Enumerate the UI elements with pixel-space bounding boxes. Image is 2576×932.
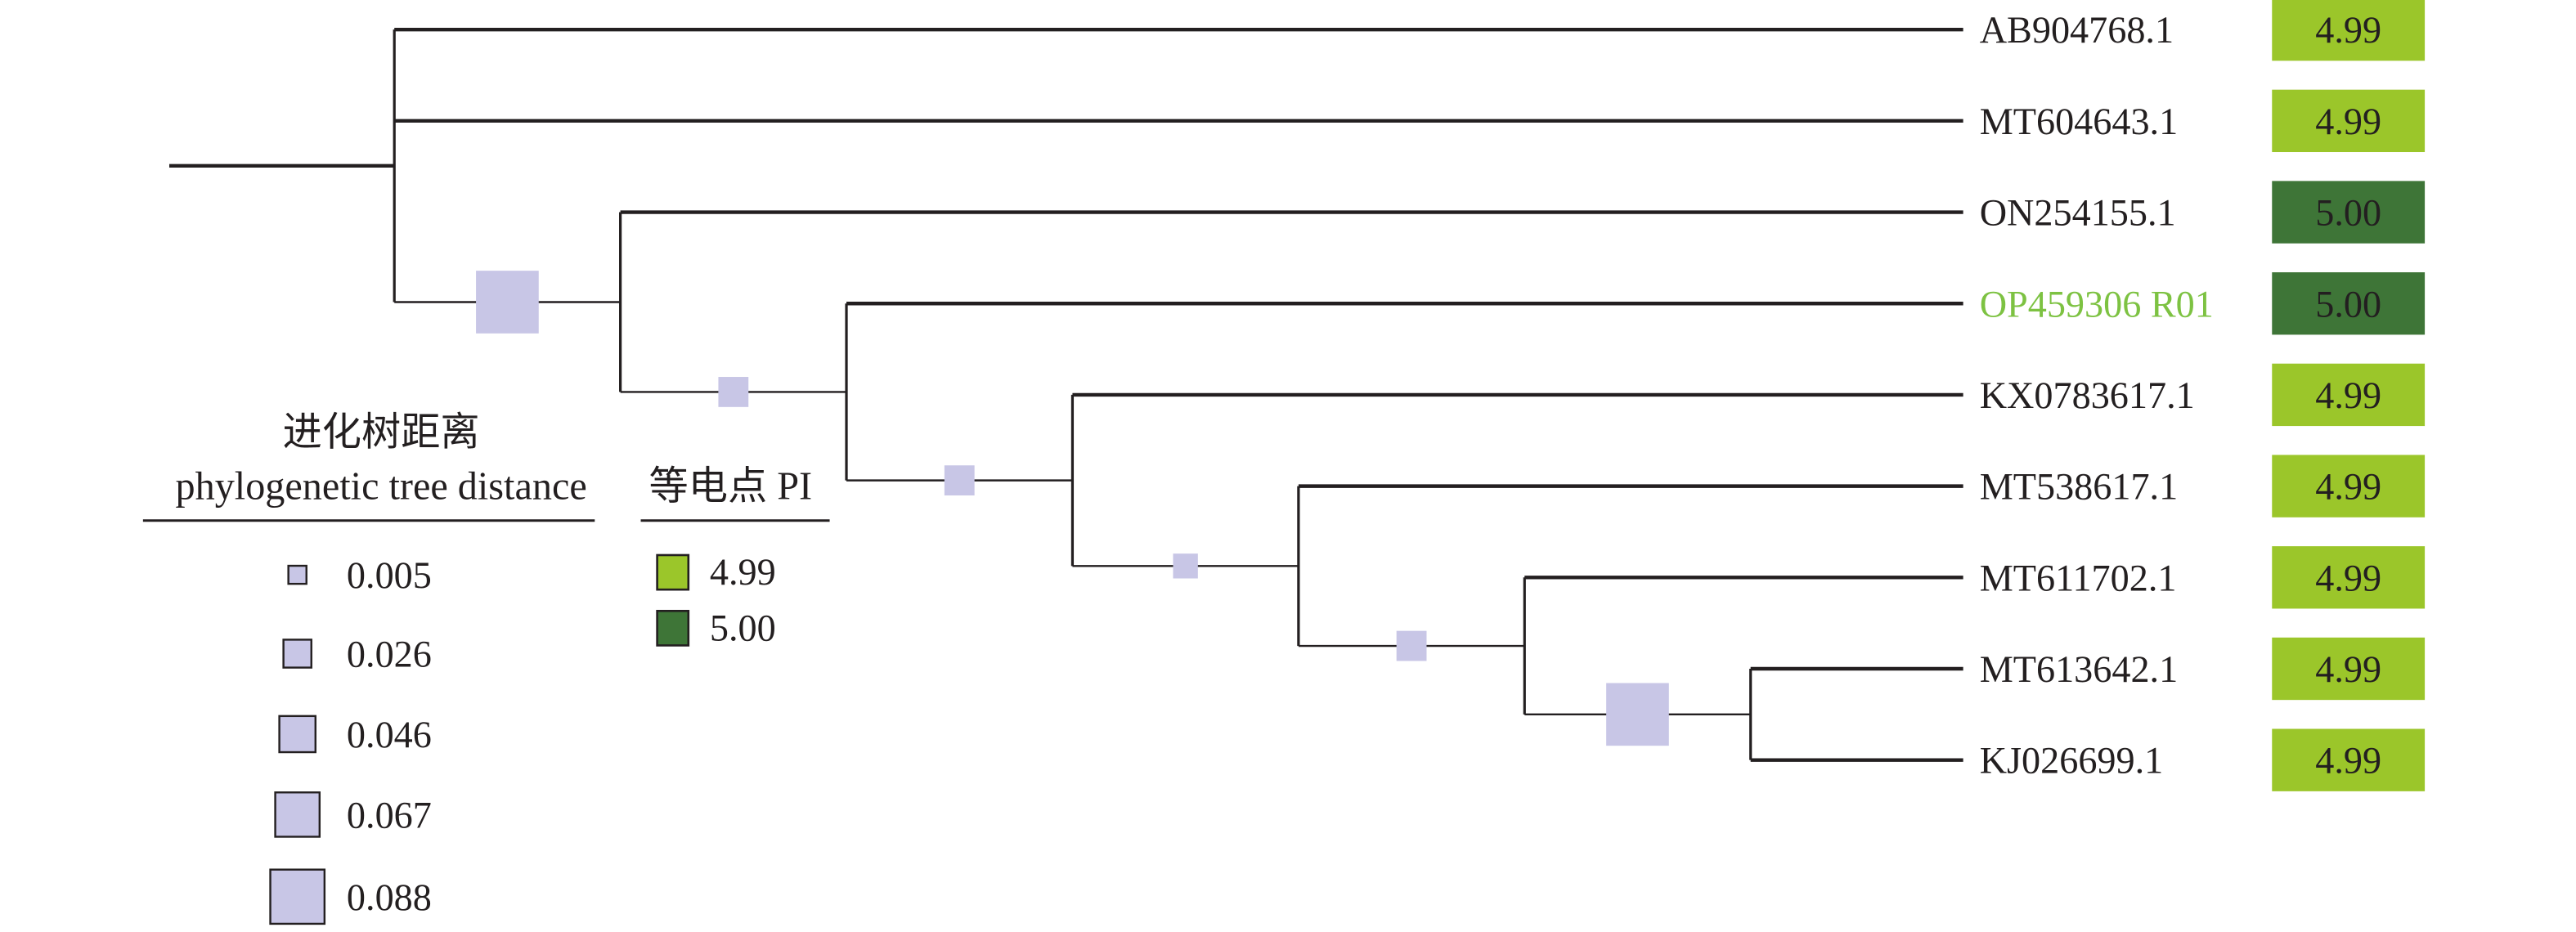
pi-value: 4.99 (2315, 557, 2381, 598)
distance-legend-swatch (274, 791, 321, 838)
distance-legend-swatch (278, 715, 316, 754)
leaf-label: KJ026699.1 (1980, 740, 2164, 782)
pi-cell (2272, 181, 2426, 244)
pi-cell (2272, 272, 2426, 335)
pi-cell (2272, 637, 2426, 701)
pi-legend-label: 5.00 (710, 607, 776, 648)
leaf-label: MT538617.1 (1980, 466, 2178, 508)
distance-legend-title-en: phylogenetic tree distance (176, 465, 587, 509)
distance-marker (944, 465, 975, 496)
distance-legend-swatch (269, 868, 326, 925)
pi-cell (2272, 546, 2426, 609)
distance-marker (1396, 630, 1427, 661)
pi-value: 4.99 (2315, 9, 2381, 51)
pi-value: 4.99 (2315, 101, 2381, 142)
distance-legend-swatch (287, 564, 307, 585)
pi-value: 5.00 (2315, 192, 2381, 234)
distance-marker (718, 377, 749, 407)
pi-legend-swatch (656, 609, 690, 647)
pi-cell (2272, 89, 2426, 153)
pi-cell (2272, 0, 2426, 61)
distance-marker (1606, 683, 1669, 746)
leaf-label: MT613642.1 (1980, 648, 2178, 690)
pi-cell (2272, 728, 2426, 791)
pi-value: 4.99 (2315, 466, 2381, 508)
leaf-label: OP459306 R01 (1980, 283, 2214, 325)
pi-legend-swatch (656, 553, 690, 591)
distance-legend-label: 0.026 (347, 634, 432, 675)
distance-legend-label: 0.067 (347, 794, 432, 836)
pi-value: 4.99 (2315, 740, 2381, 782)
distance-legend-swatch (282, 639, 312, 669)
distance-marker (1173, 553, 1198, 579)
pi-legend-title: 等电点 PI (649, 465, 813, 509)
leaf-label: ON254155.1 (1980, 192, 2176, 234)
pi-value: 4.99 (2315, 374, 2381, 416)
distance-legend-title-cn: 进化树距离 (283, 410, 480, 454)
pi-value: 5.00 (2315, 283, 2381, 325)
pi-cell (2272, 455, 2426, 518)
pi-legend-label: 4.99 (710, 551, 776, 593)
leaf-label: MT604643.1 (1980, 101, 2178, 142)
distance-legend-label: 0.046 (347, 714, 432, 755)
leaf-label: AB904768.1 (1980, 9, 2174, 51)
pi-legend: 等电点 PI 4.99 5.00 (640, 465, 830, 648)
distance-legend-label: 0.088 (347, 876, 432, 918)
distance-legend-label: 0.005 (347, 554, 432, 596)
distance-marker (476, 271, 539, 334)
leaf-label: KX0783617.1 (1980, 374, 2195, 416)
pi-cell (2272, 363, 2426, 427)
pi-value: 4.99 (2315, 648, 2381, 690)
leaf-label: MT611702.1 (1980, 557, 2177, 598)
distance-legend: 进化树距离 phylogenetic tree distance 0.005 0.… (142, 410, 595, 925)
